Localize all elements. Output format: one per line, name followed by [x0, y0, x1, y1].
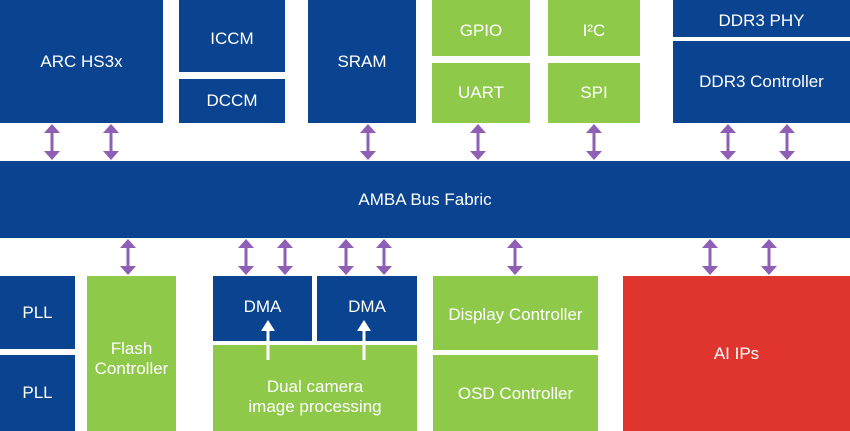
display-controller-block: Display Controller [433, 276, 598, 350]
i2c-label: I²C [582, 21, 606, 40]
dual-camera-label-line2: image processing [248, 397, 382, 416]
arc-hs3x-block: ARC HS3x [0, 0, 163, 123]
osd-controller-label: OSD Controller [457, 384, 574, 403]
uart-label: UART [458, 83, 504, 102]
ddr3-controller-block: DDR3 Controller [673, 41, 850, 123]
flash-bus-arrow [120, 239, 136, 275]
spi-label: SPI [580, 83, 608, 102]
ai-ips-block: AI IPs [623, 276, 850, 431]
dccm-block: DCCM [179, 79, 285, 123]
iccm-label: ICCM [210, 29, 254, 48]
arc-bus-arrow-2 [103, 124, 119, 160]
uart-bus-arrow [470, 124, 486, 160]
ai-bus-arrow-1 [702, 239, 718, 275]
amba-bus-label: AMBA Bus Fabric [358, 189, 492, 209]
sram-block: SRAM [308, 0, 416, 123]
sram-label: SRAM [337, 51, 387, 71]
dma2-bus-arrow-1 [338, 239, 354, 275]
uart-block: UART [432, 63, 530, 123]
pll-label-2: PLL [22, 383, 53, 402]
flash-controller-block: Flash Controller [87, 276, 176, 431]
pll-block-1: PLL [0, 276, 75, 349]
arc-bus-arrow-1 [44, 124, 60, 160]
flash-controller-label-line1: Flash [110, 338, 153, 358]
pll-label-1: PLL [22, 302, 53, 322]
dma-label-2: DMA [348, 297, 386, 316]
amba-bus-fabric: AMBA Bus Fabric [0, 161, 850, 238]
dma2-bus-arrow-2 [376, 239, 392, 275]
dccm-label: DCCM [206, 91, 258, 110]
arc-hs3x-label: ARC HS3x [40, 51, 123, 71]
dma1-bus-arrow-1 [238, 239, 254, 275]
dma-block-1: DMA [213, 276, 312, 341]
i2c-block: I²C [548, 0, 640, 56]
display-controller-label: Display Controller [448, 305, 583, 324]
display-bus-arrow [507, 239, 523, 275]
ddr3-bus-arrow-2 [779, 124, 795, 160]
ddr3-phy-label: DDR3 PHY [718, 10, 805, 30]
flash-controller-label-line2: Controller [94, 358, 169, 378]
ai-ips-label: AI IPs [713, 343, 760, 363]
ddr3-phy-block: DDR3 PHY [673, 0, 850, 37]
sram-bus-arrow [360, 124, 376, 160]
dma-block-2: DMA [317, 276, 417, 341]
ddr3-bus-arrow-1 [720, 124, 736, 160]
dma1-bus-arrow-2 [277, 239, 293, 275]
spi-bus-arrow [586, 124, 602, 160]
pll-block-2: PLL [0, 355, 75, 431]
dual-camera-label-line1: Dual camera [266, 377, 364, 396]
dma-label-1: DMA [243, 297, 282, 316]
ai-bus-arrow-2 [761, 239, 777, 275]
gpio-block: GPIO [432, 0, 530, 56]
dual-camera-block: Dual camera image processing [213, 345, 417, 431]
spi-block: SPI [548, 63, 640, 123]
gpio-label: GPIO [459, 21, 503, 40]
iccm-block: ICCM [179, 0, 285, 72]
ddr3-controller-label: DDR3 Controller [699, 72, 824, 91]
osd-controller-block: OSD Controller [433, 355, 598, 431]
